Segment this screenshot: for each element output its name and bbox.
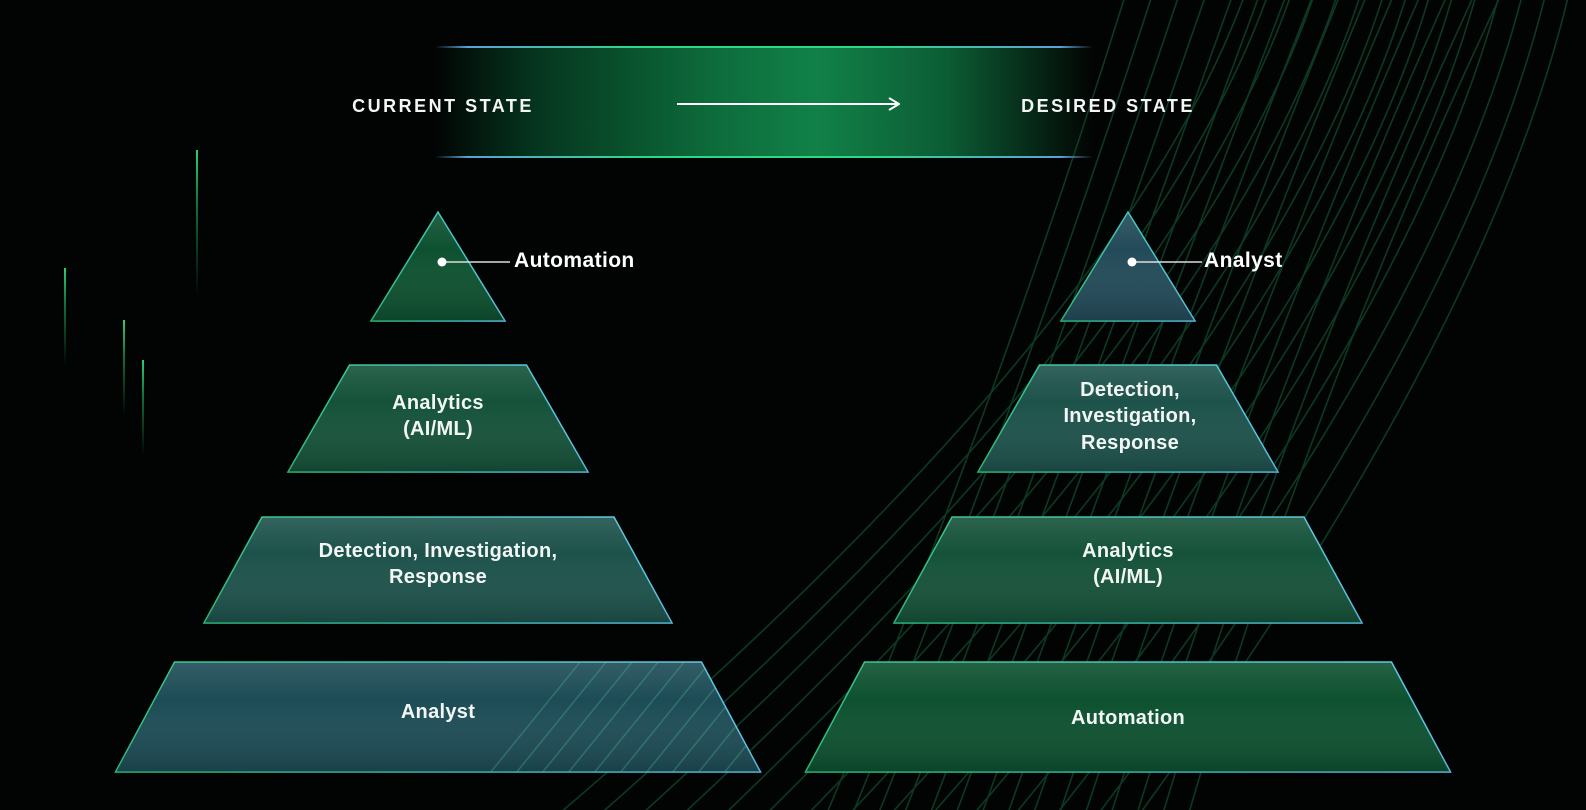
tier-sheen	[204, 517, 672, 623]
left-tier3-label: Detection, Investigation, Response	[318, 540, 558, 589]
right-tier2-label: Detection, Investigation, Response	[1063, 379, 1197, 454]
left-pyramid-top-callout: Automation	[514, 249, 635, 272]
background-streak	[64, 268, 66, 383]
background-streak	[196, 150, 198, 322]
right-tier4-label: Automation	[1070, 707, 1186, 729]
tier-sheen	[371, 212, 505, 321]
transition-arrow-icon	[677, 97, 900, 111]
left-tier2-label: Analytics (AI/ML)	[392, 392, 484, 441]
state-transition-banner: CURRENT STATE DESIRED STATE	[0, 0, 1586, 180]
left-tier4-label: Analyst	[400, 701, 476, 723]
tier-sheen	[978, 365, 1278, 472]
background-streak	[142, 360, 144, 472]
banner-bottom-line	[435, 156, 1093, 158]
banner-top-line	[435, 46, 1093, 48]
callout-dot	[1127, 257, 1137, 267]
right-pyramid-top-callout: Analyst	[1204, 249, 1283, 272]
callout-dot	[437, 257, 447, 267]
desired-state-pyramid	[804, 210, 1452, 773]
tier-sheen	[805, 662, 1451, 772]
current-state-label: CURRENT STATE	[352, 96, 534, 116]
tier-sheen	[288, 365, 588, 472]
current-state-pyramid	[114, 210, 762, 773]
tier-sheen	[115, 662, 761, 772]
banner-gradient-band	[435, 47, 1093, 157]
right-tier3-label: Analytics (AI/ML)	[1082, 540, 1174, 589]
desired-state-label: DESIRED STATE	[1021, 96, 1195, 116]
tier-sheen	[1061, 212, 1195, 321]
tier-sheen	[894, 517, 1362, 623]
background-streak	[123, 320, 125, 432]
